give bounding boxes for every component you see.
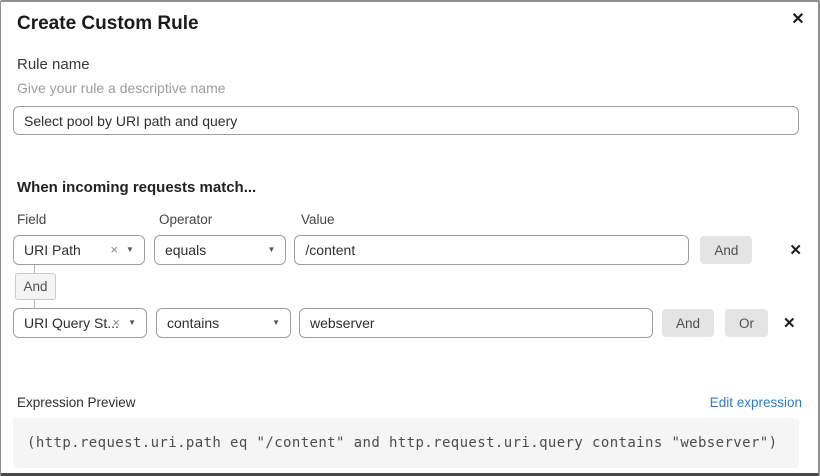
edit-expression-link[interactable]: Edit expression — [709, 395, 802, 410]
field-select[interactable]: URI Query St... × ▼ — [13, 308, 147, 338]
connector-line-bottom — [34, 300, 35, 308]
field-column-label: Field — [17, 212, 47, 227]
clear-selection-icon[interactable]: × — [110, 242, 118, 257]
delete-icon: ✕ — [789, 242, 802, 259]
operator-select-value: contains — [167, 315, 220, 331]
value-column-label: Value — [301, 212, 335, 227]
operator-select-value: equals — [164, 242, 207, 258]
field-select-value: URI Path — [24, 242, 81, 258]
field-select-value: URI Query St... — [24, 315, 119, 331]
close-button[interactable]: ✕ — [786, 8, 810, 32]
add-or-condition-button[interactable]: Or — [725, 309, 769, 337]
add-and-condition-button[interactable]: And — [700, 236, 753, 264]
field-select[interactable]: URI Path × ▼ — [13, 235, 145, 265]
chevron-down-icon: ▼ — [126, 245, 134, 254]
delete-condition-button[interactable]: ✕ — [779, 314, 800, 332]
operator-select[interactable]: equals ▼ — [153, 235, 287, 265]
rule-name-input[interactable] — [13, 106, 799, 135]
chevron-down-icon: ▼ — [267, 245, 276, 254]
chevron-down-icon: ▼ — [128, 318, 136, 327]
expression-preview-header: Expression Preview Edit expression — [17, 395, 802, 410]
match-heading: When incoming requests match... — [17, 179, 257, 196]
value-input[interactable] — [299, 308, 653, 338]
clear-selection-icon[interactable]: × — [112, 315, 120, 330]
condition-connector: And — [13, 265, 56, 308]
expression-preview-label: Expression Preview — [17, 395, 136, 410]
condition-row: URI Path × ▼ equals ▼ And ✕ — [13, 235, 806, 265]
value-input[interactable] — [294, 235, 690, 265]
condition-column-labels: Field Operator Value — [17, 212, 802, 227]
rule-name-hint: Give your rule a descriptive name — [17, 80, 226, 96]
connector-line-top — [34, 265, 35, 273]
delete-condition-button[interactable]: ✕ — [785, 241, 806, 259]
rule-name-label: Rule name — [17, 56, 90, 73]
add-and-condition-button[interactable]: And — [662, 309, 715, 337]
chevron-down-icon: ▼ — [272, 318, 280, 327]
delete-icon: ✕ — [783, 315, 796, 332]
dialog-title: Create Custom Rule — [17, 13, 199, 34]
expression-preview-code: (http.request.uri.path eq "/content" and… — [13, 418, 799, 468]
close-icon: ✕ — [791, 11, 805, 28]
condition-row: URI Query St... × ▼ contains ▼ And Or ✕ — [13, 308, 806, 338]
connector-and-badge: And — [15, 273, 56, 300]
operator-column-label: Operator — [159, 212, 213, 227]
operator-select[interactable]: contains ▼ — [156, 308, 291, 338]
